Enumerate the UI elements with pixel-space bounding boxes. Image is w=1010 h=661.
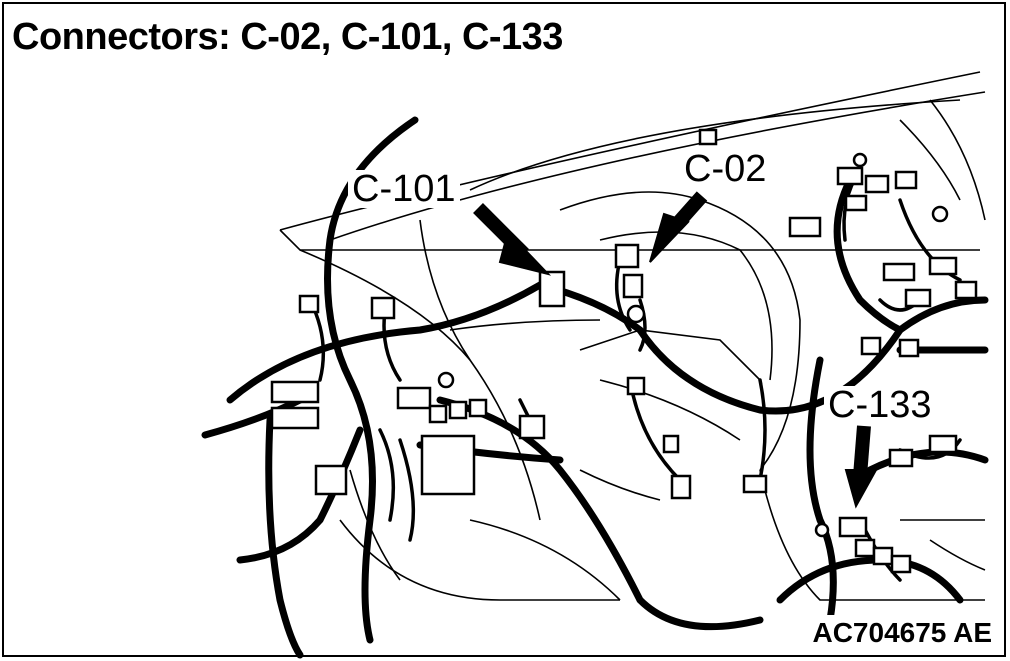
- page-title: Connectors: C-02, C-101, C-133: [12, 16, 563, 58]
- callout-arrows: [473, 191, 878, 509]
- arrow-head-c101: [498, 230, 552, 276]
- figure-code: AC704675 AE: [808, 615, 996, 651]
- label-c101: C-101: [348, 170, 460, 208]
- label-c133: C-133: [824, 386, 936, 424]
- ground-terminals: [437, 152, 949, 538]
- dashboard-outline: [279, 71, 986, 601]
- arrow-head-c133: [844, 469, 878, 509]
- connector-boxes: [270, 128, 978, 574]
- label-c02: C-02: [680, 150, 771, 188]
- arrow-head-c02: [649, 212, 690, 263]
